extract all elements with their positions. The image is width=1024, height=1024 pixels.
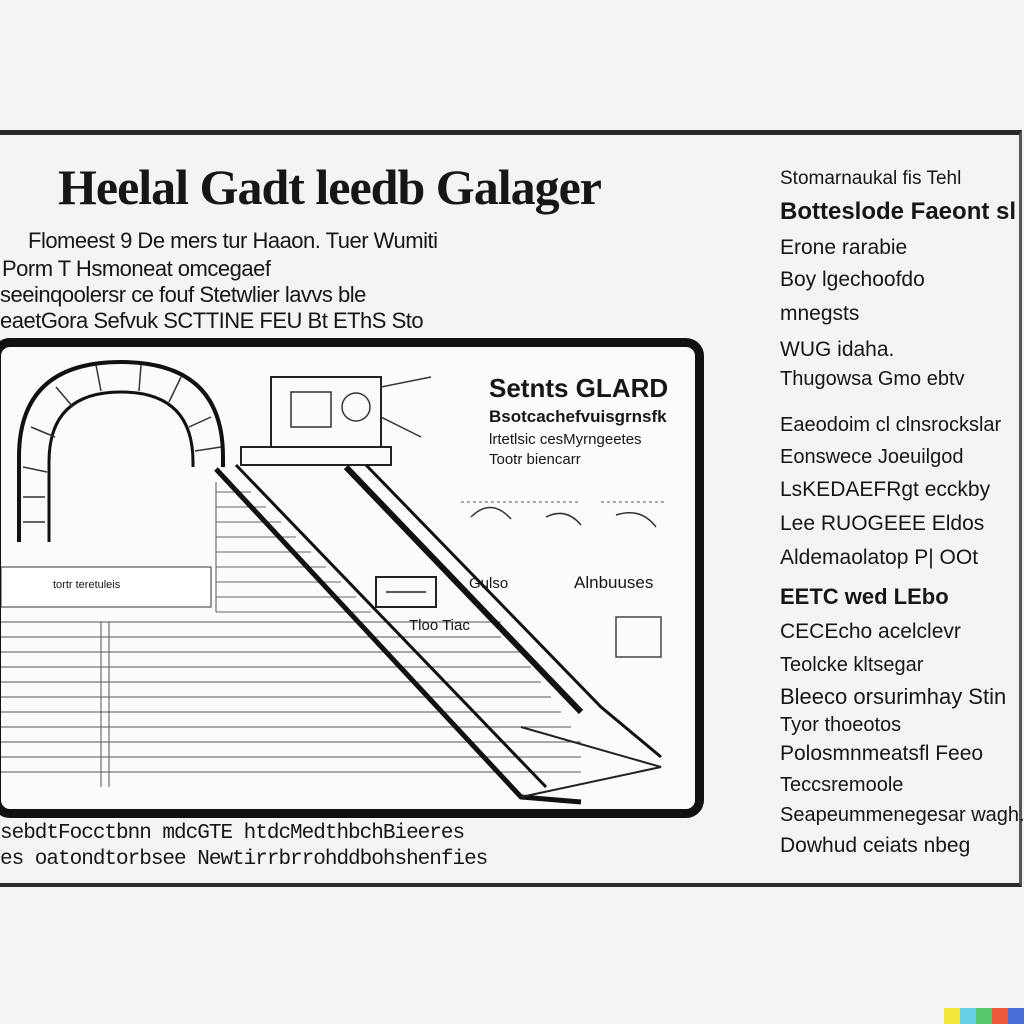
- inset-line-2: lrtetlsic cesMyrngeetes: [489, 431, 642, 448]
- subtitle-line-2: Porm T Hsmoneat omcegaef: [2, 256, 271, 281]
- badge-swatch-green: [976, 1008, 992, 1024]
- right-line-9: Eonswece Joeuilgod: [780, 446, 964, 468]
- subtitle-line-3: seeinqoolersr ce fouf Stetwlier lavvs bl…: [0, 282, 366, 307]
- subtitle-line-1: Flomeest 9 De mers tur Haaon. Tuer Wumit…: [28, 228, 438, 253]
- diagram-label-tloo: Tloo Tiac: [409, 617, 470, 634]
- right-line-1: Stomarnaukal fis Tehl: [780, 168, 962, 189]
- right-line-11: Lee RUOGEEE Eldos: [780, 512, 985, 535]
- inset-line-3: Tootr biencarr: [489, 451, 581, 468]
- badge-swatch-cyan: [960, 1008, 976, 1024]
- right-line-12: Aldemaolatop P| OOt: [780, 546, 979, 569]
- slide-diagram-panel: Setnts GLARD Bsotcachefvuisgrnsfk lrtetl…: [0, 338, 704, 818]
- sheet-border: [0, 130, 1022, 887]
- right-line-5: mnegsts: [780, 302, 860, 325]
- right-line-20: Seapeummenegesar wagh.: [780, 804, 1024, 826]
- color-bar-badge: [944, 1008, 1024, 1024]
- inset-title: Setnts GLARD: [489, 373, 669, 403]
- badge-swatch-blue: [1008, 1008, 1024, 1024]
- right-line-3: Erone rarabie: [780, 236, 908, 259]
- right-line-13: EETC wed LEbo: [780, 584, 949, 609]
- right-line-18: Polosmnmeatsfl Feeo: [780, 742, 984, 765]
- right-line-4: Boy lgechoofdo: [780, 268, 925, 291]
- right-line-21: Dowhud ceiats nbeg: [780, 834, 971, 857]
- right-line-2: Botteslode Faeont sl: [780, 198, 1017, 225]
- slide-illustration: [1, 359, 666, 805]
- right-line-10: LsKEDAEFRgt ecckby: [780, 478, 991, 501]
- right-line-16: Bleeco orsurimhay Stin: [780, 684, 1007, 709]
- sheet-title: Heelal Gadt leedb Galager: [58, 159, 602, 215]
- diagram-label-alnbuuses: Alnbuuses: [574, 573, 654, 592]
- badge-swatch-yellow: [944, 1008, 960, 1024]
- right-line-8: Eaeodoim cl clnsrockslar: [780, 414, 1002, 436]
- footer-line-1: sebdtFocctbnn mdcGTE htdcMedthbchBieeres: [0, 822, 465, 845]
- badge-swatch-red: [992, 1008, 1008, 1024]
- diagram-label-base: tortr teretuleis: [53, 579, 121, 591]
- right-line-17: Tyor thoeotos: [780, 714, 902, 736]
- right-line-7: Thugowsa Gmo ebtv: [780, 368, 965, 390]
- right-line-6: WUG idaha.: [780, 338, 895, 361]
- right-line-15: Teolcke kltsegar: [780, 654, 924, 676]
- footer-line-2: es oatondtorbsee Newtirrbrrohddbohshenfi…: [0, 848, 488, 871]
- diagram-label-gulso: Gulso: [469, 575, 509, 592]
- inset-line-1: Bsotcachefvuisgrnsfk: [489, 407, 667, 426]
- subtitle-line-4: eaetGora Sefvuk SCTTINE FEU Bt EThS Sto: [0, 308, 424, 333]
- right-line-14: CECEcho acelclevr: [780, 620, 961, 643]
- right-line-19: Teccsremoole: [780, 774, 904, 796]
